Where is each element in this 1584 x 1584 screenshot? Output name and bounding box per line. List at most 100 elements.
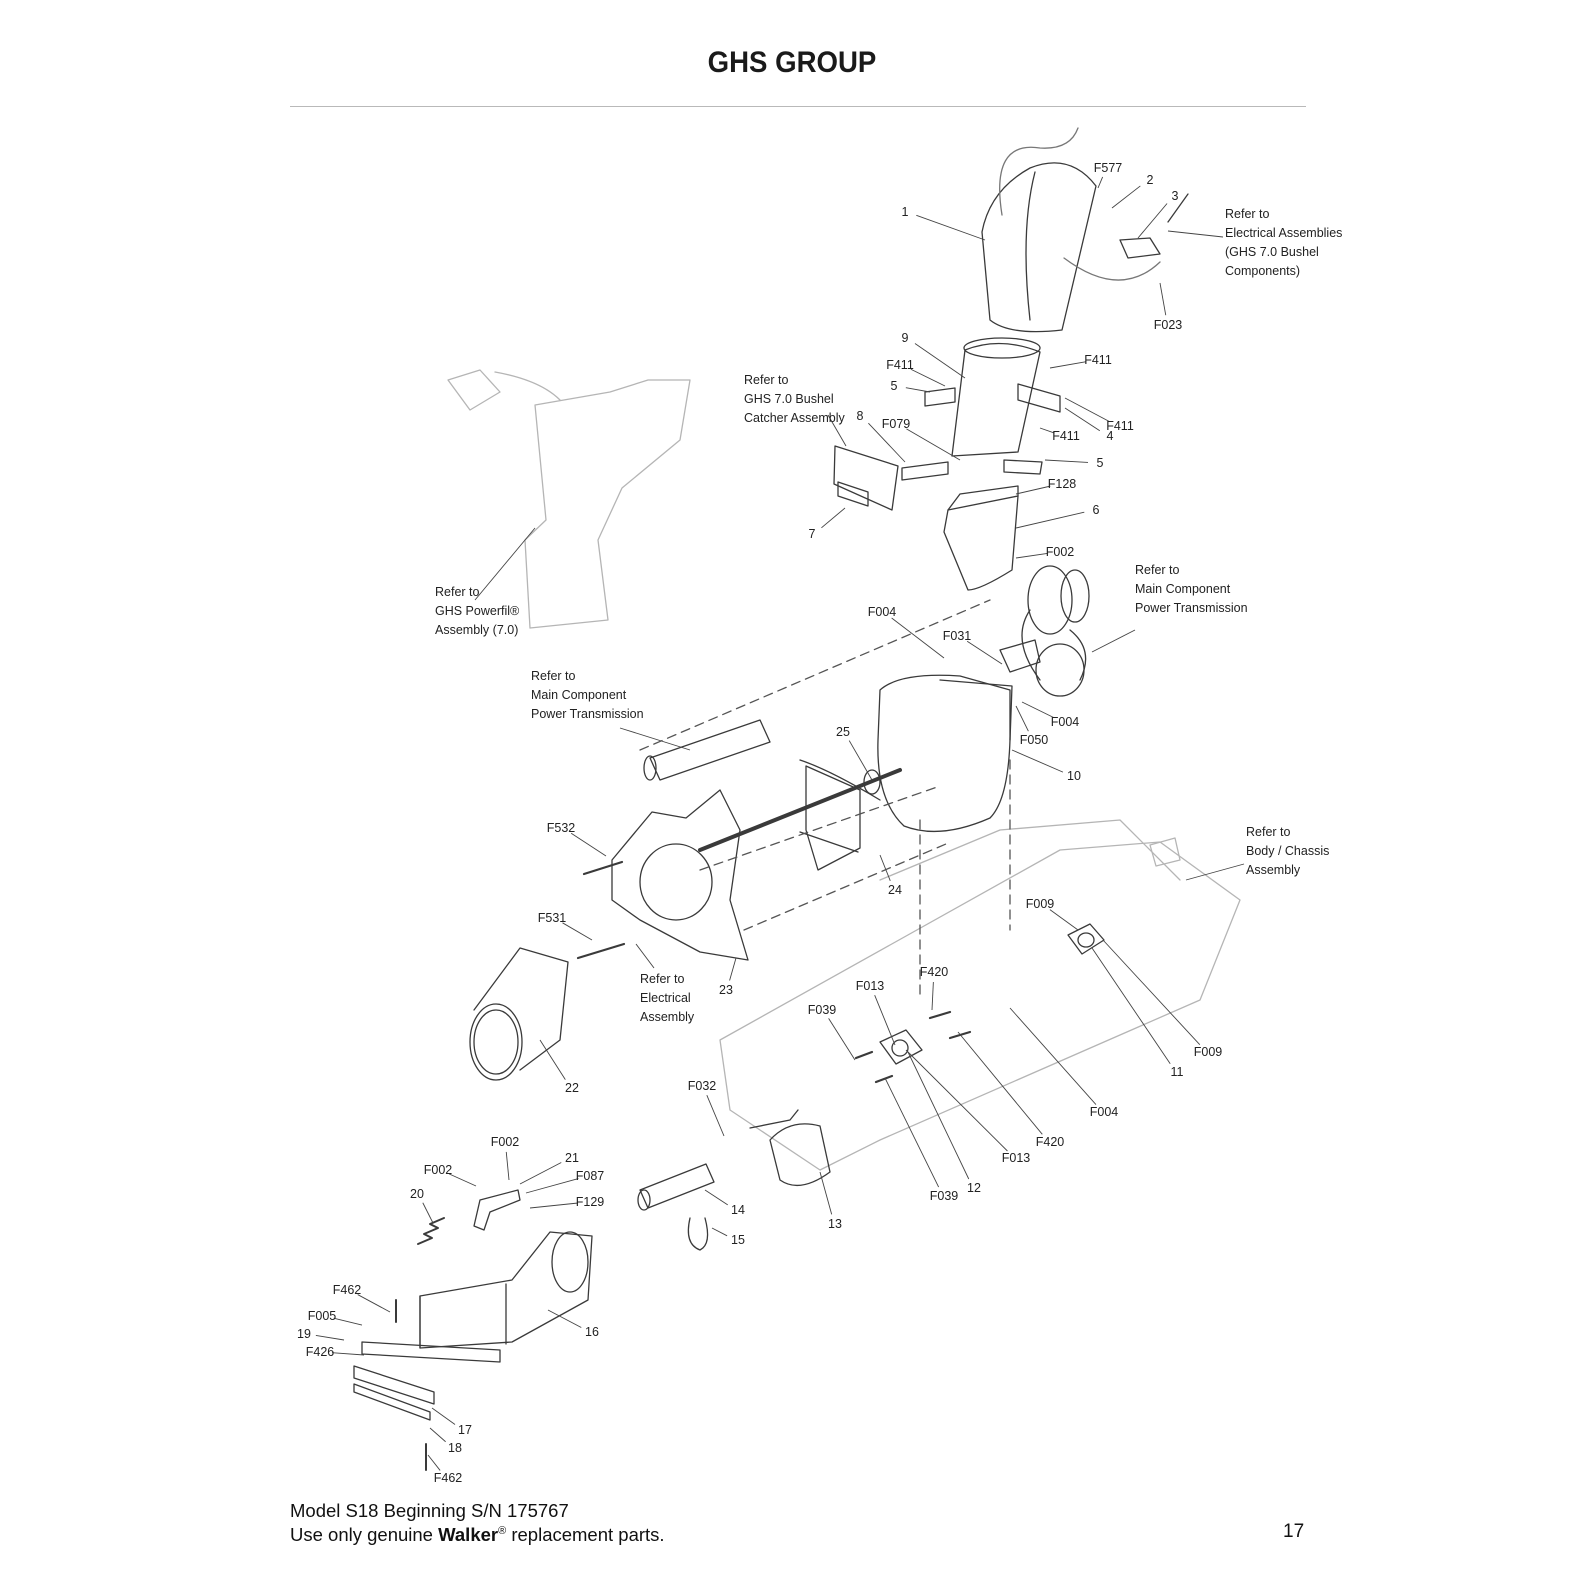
part-bearing-12-bore [891,1039,909,1057]
part-blower-housing-10 [877,674,1011,833]
wire-harness [999,127,1079,216]
part-powerfil-chute [524,379,691,629]
refer-note-leader [635,943,655,969]
footer-post: replacement parts. [506,1524,665,1546]
callout-19: 19 [297,1327,311,1341]
footer-reg: ® [498,1525,507,1537]
callout-leader [1102,939,1201,1046]
part-shaft-end [643,755,657,781]
refer-note-line: (GHS 7.0 Bushel [1225,245,1319,259]
callout-leader [1049,909,1079,931]
wire-harness-2 [1063,257,1161,281]
callout-leader [914,343,966,379]
callout-f577: F577 [1094,161,1123,175]
callout-leader [821,507,846,529]
callout-f039: F039 [808,1003,837,1017]
callout-leader [1159,282,1167,316]
callout-f411: F411 [1084,353,1112,367]
part-bolt-f039a [854,1050,874,1060]
callout-leader [916,214,986,241]
part-powerfil-arm [494,371,561,401]
refer-note-leader [1091,629,1136,653]
part-bracket-5b [1003,459,1043,475]
callout-21: 21 [565,1151,579,1165]
part-outlet-16 [419,1231,593,1349]
part-bolt-f420a [928,1010,952,1020]
refer-note-line: Refer to [1135,563,1180,577]
callout-f002: F002 [491,1135,520,1149]
refer-note-line: Refer to [744,373,789,387]
callout-labels: F577231F0239F4115F411F411F0794F41185F128… [297,161,1222,1485]
callout-leader [1021,701,1055,719]
callout-f013: F013 [1002,1151,1031,1165]
part-strip-18 [353,1383,431,1421]
callout-leader [333,1317,363,1326]
callout-leader [1049,361,1087,369]
callout-leader [907,1051,970,1180]
part-impeller-blade [805,765,861,871]
part-bearing-12 [879,1029,923,1065]
callout-leader [879,854,891,881]
refer-note-line: GHS 7.0 Bushel [744,392,834,406]
part-pulley-upper-b [1060,569,1090,623]
part-impeller-lines [799,759,881,853]
callout-leader [1015,705,1029,732]
callout-leader [422,1202,434,1224]
refer-note-line: Refer to [640,972,685,986]
part-pulley-upper [1027,565,1073,635]
callout-f004: F004 [868,605,897,619]
callout-f004: F004 [1090,1105,1119,1119]
callout-17: 17 [458,1423,472,1437]
refer-note-line: Components) [1225,264,1300,278]
footer: Model S18 Beginning S/N 175767 Use only … [290,1500,665,1545]
callout-f005: F005 [308,1309,337,1323]
footer-parts-line: Use only genuine Walker® replacement par… [290,1521,665,1545]
callout-leader [905,1049,1008,1152]
callout-leader [562,922,593,941]
part-clamp-handle [749,1109,799,1129]
callout-f426: F426 [306,1345,335,1359]
refer-note-leader [1167,230,1224,238]
callout-leader [828,1018,856,1061]
refer-note-leader [474,527,536,601]
callout-leader [331,1352,365,1356]
part-backplate-opening [639,843,713,921]
callout-f462: F462 [434,1471,463,1485]
part-drawings [353,127,1241,1471]
callout-f002: F002 [1046,545,1075,559]
part-plate-7 [837,481,869,507]
refer-note-leader [619,727,691,751]
part-transition-6-top [947,485,1019,511]
refer-note-leader [1185,863,1245,881]
part-lower-chute-mouth [963,337,1041,359]
part-switch-bracket [1119,237,1161,259]
callout-10: 10 [1067,769,1081,783]
callout-4: 4 [1107,429,1114,443]
callout-23: 23 [719,983,733,997]
callout-f128: F128 [1048,477,1077,491]
callout-leader [1064,397,1110,422]
callout-f023: F023 [1154,318,1183,332]
refer-note-line: Assembly [640,1010,695,1024]
part-spring-20 [417,1217,445,1245]
callout-13: 13 [828,1217,842,1231]
page-title: GHS GROUP [707,46,877,79]
callout-f532: F532 [547,821,576,835]
part-ring-25 [863,769,881,795]
part-chassis-top [879,819,1181,881]
callout-6: 6 [1093,503,1100,517]
part-powerfil-motor [447,369,501,411]
page-number: 17 [1283,1521,1305,1542]
callout-f531: F531 [538,911,567,925]
callout-leader [431,1407,456,1425]
callout-leader [891,617,945,659]
part-bolt-f039b [874,1074,894,1084]
callout-leader [1137,203,1168,239]
refer-note-line: Body / Chassis [1246,844,1329,858]
